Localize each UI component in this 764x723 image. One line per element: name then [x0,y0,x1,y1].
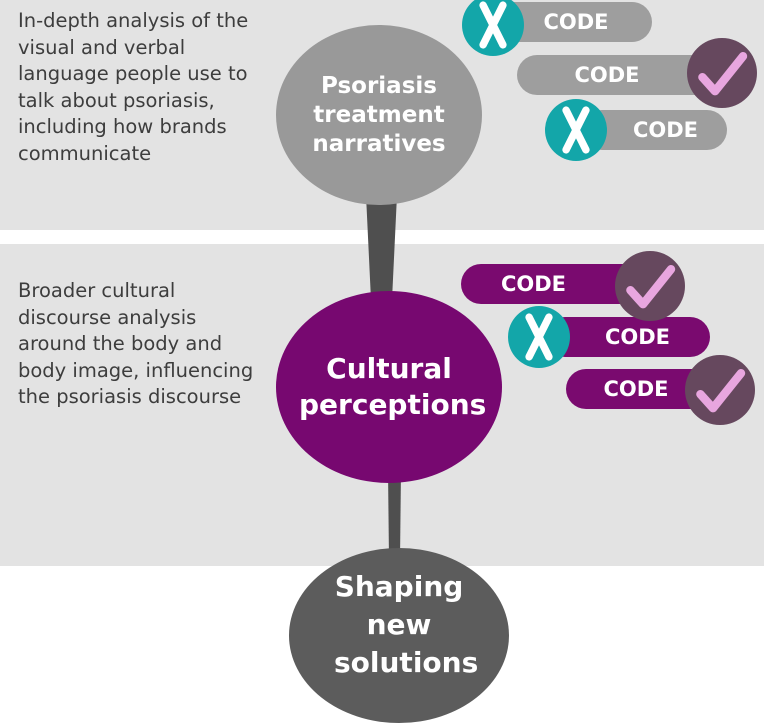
section-description-middle: Broader cultural discourse analysis arou… [18,279,254,408]
cross-icon [545,99,607,161]
connector-layer [366,195,401,560]
node-cultural-perceptions: Cultural perceptions [276,291,502,483]
check-icon [615,251,685,321]
code-label: CODE [603,377,669,401]
code-pill: CODE [517,55,717,95]
code-label: CODE [574,63,640,87]
connector-bottom [388,470,401,560]
node-label: Shaping new solutions [334,570,479,679]
section-description-top: In-depth analysis of the visual and verb… [18,9,249,165]
node-shaping-new-solutions: Shaping new solutions [289,548,509,723]
connector-top [366,195,397,300]
code-label: CODE [632,118,699,142]
node-label: Cultural perceptions [299,352,487,421]
node-psoriasis-treatment-narratives: Psoriasis treatment narratives [276,25,482,205]
check-icon [687,38,757,108]
code-label: CODE [604,325,671,349]
cross-icon [508,306,570,368]
check-icon [685,355,755,425]
code-label: CODE [500,272,567,296]
cross-icon [462,0,524,56]
node-label: Psoriasis treatment narratives [312,72,446,157]
code-label: CODE [543,10,609,34]
code-pill: CODE [545,317,710,357]
